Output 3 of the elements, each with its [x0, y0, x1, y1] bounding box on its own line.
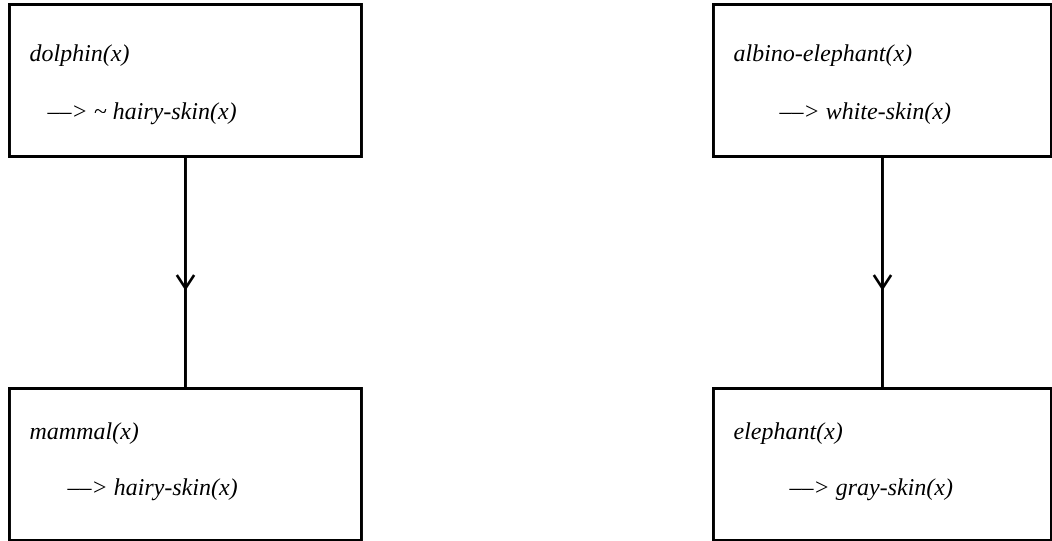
- rule-box: albino-elephant(x) ––> white-skin(x): [712, 3, 1052, 158]
- rule-box: mammal(x) ––> hairy-skin(x): [8, 387, 363, 541]
- rule-box: elephant(x) ––> gray-skin(x): [712, 387, 1052, 541]
